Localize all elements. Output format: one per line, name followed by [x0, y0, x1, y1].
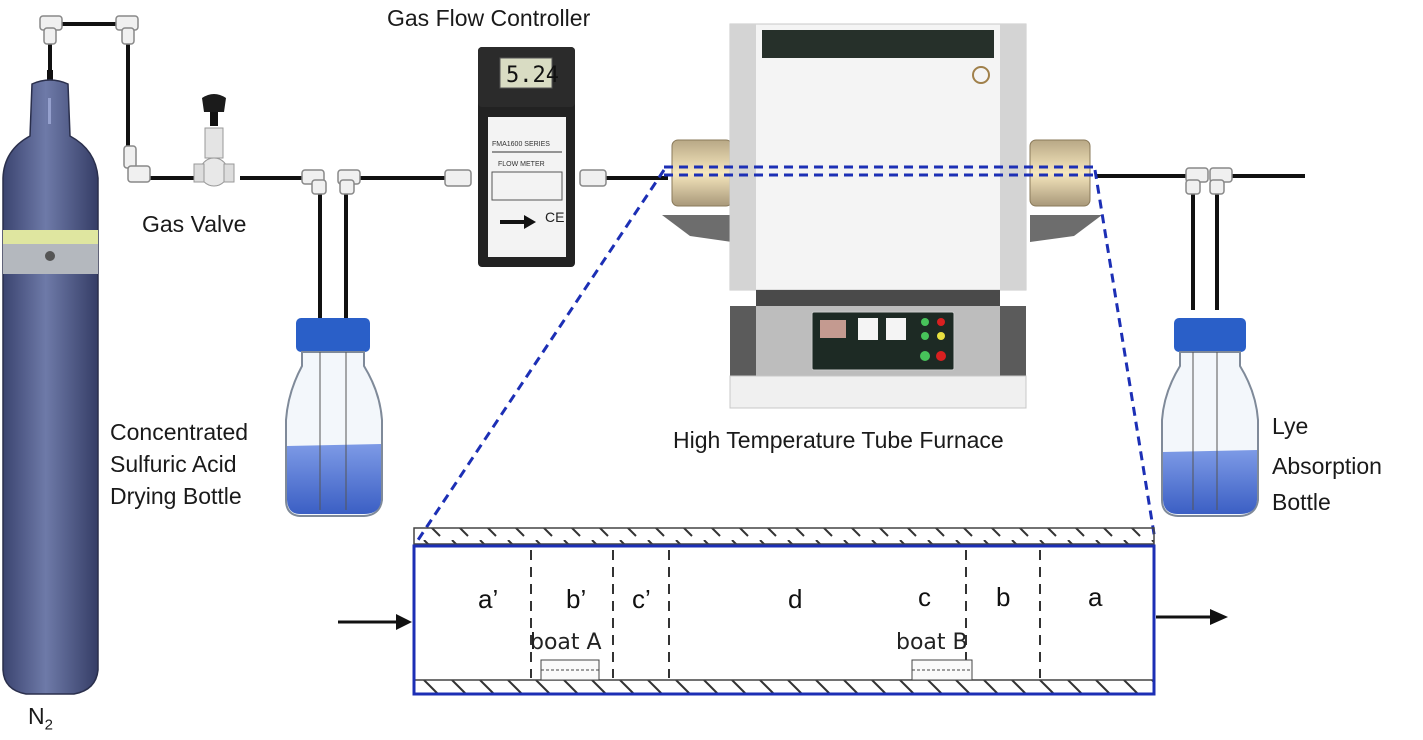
gas-valve-label: Gas Valve	[142, 211, 247, 237]
nitrogen-symbol: N	[28, 703, 45, 729]
zone-label: c	[918, 582, 931, 612]
furnace-control-panel	[811, 311, 955, 371]
flow-display-value: 5.24	[506, 63, 559, 88]
furnace-label: High Temperature Tube Furnace	[673, 427, 1004, 453]
absorption-bottle	[1161, 318, 1259, 517]
gas-valve	[193, 94, 235, 187]
tube-furnace	[662, 23, 1102, 409]
boat-a-label: boat A	[530, 630, 602, 655]
flow-meter-type: FLOW METER	[498, 161, 545, 168]
tube-wall-bottom	[413, 679, 1155, 695]
boat-b-label: boat B	[896, 630, 968, 655]
pipe-fittings	[39, 15, 1233, 195]
drying-bottle-label-line2: Sulfuric Acid	[110, 451, 237, 477]
tube-wall-top	[413, 527, 1155, 545]
arrow-right-icon	[500, 215, 536, 229]
drying-bottle-label-line3: Drying Bottle	[110, 483, 242, 509]
furnace-logo-icon	[972, 66, 990, 84]
nitrogen-subscript: 2	[44, 716, 53, 734]
tube-outline	[412, 544, 1156, 696]
flow-meter-series: FMA1600 SERIES	[492, 141, 550, 148]
absorption-bottle-label-line2: Absorption	[1272, 453, 1382, 479]
arrow-right-icon	[1210, 609, 1228, 625]
gas-flow-controller: 5.24 FMA1600 SERIES FLOW METER CE	[478, 47, 575, 267]
absorption-bottle-label-line1: Lye	[1272, 413, 1309, 439]
tube-detail	[338, 527, 1228, 696]
liquid-level	[1163, 450, 1257, 514]
nitrogen-cylinder	[2, 70, 99, 695]
zone-label: b’	[566, 584, 587, 614]
drying-bottle-label-line1: Concentrated	[110, 419, 249, 445]
cylinder-label-band	[3, 230, 98, 244]
ce-mark: CE	[545, 209, 564, 225]
zoom-guide-lines	[416, 165, 1157, 541]
zone-label: a’	[478, 584, 499, 614]
boat-a	[540, 659, 600, 681]
absorption-bottle-label-line3: Bottle	[1272, 489, 1331, 515]
zone-label: d	[788, 584, 803, 614]
zone-label: c’	[632, 584, 651, 614]
gas-flow-controller-label: Gas Flow Controller	[387, 5, 591, 31]
zone-label: a	[1088, 582, 1103, 612]
nitrogen-label: N2	[28, 702, 53, 740]
liquid-level	[287, 444, 381, 514]
zone-label: b	[996, 582, 1011, 612]
drying-bottle	[285, 318, 383, 517]
furnace-vent	[762, 30, 994, 58]
arrow-right-icon	[396, 614, 412, 630]
flow-display	[499, 57, 553, 89]
